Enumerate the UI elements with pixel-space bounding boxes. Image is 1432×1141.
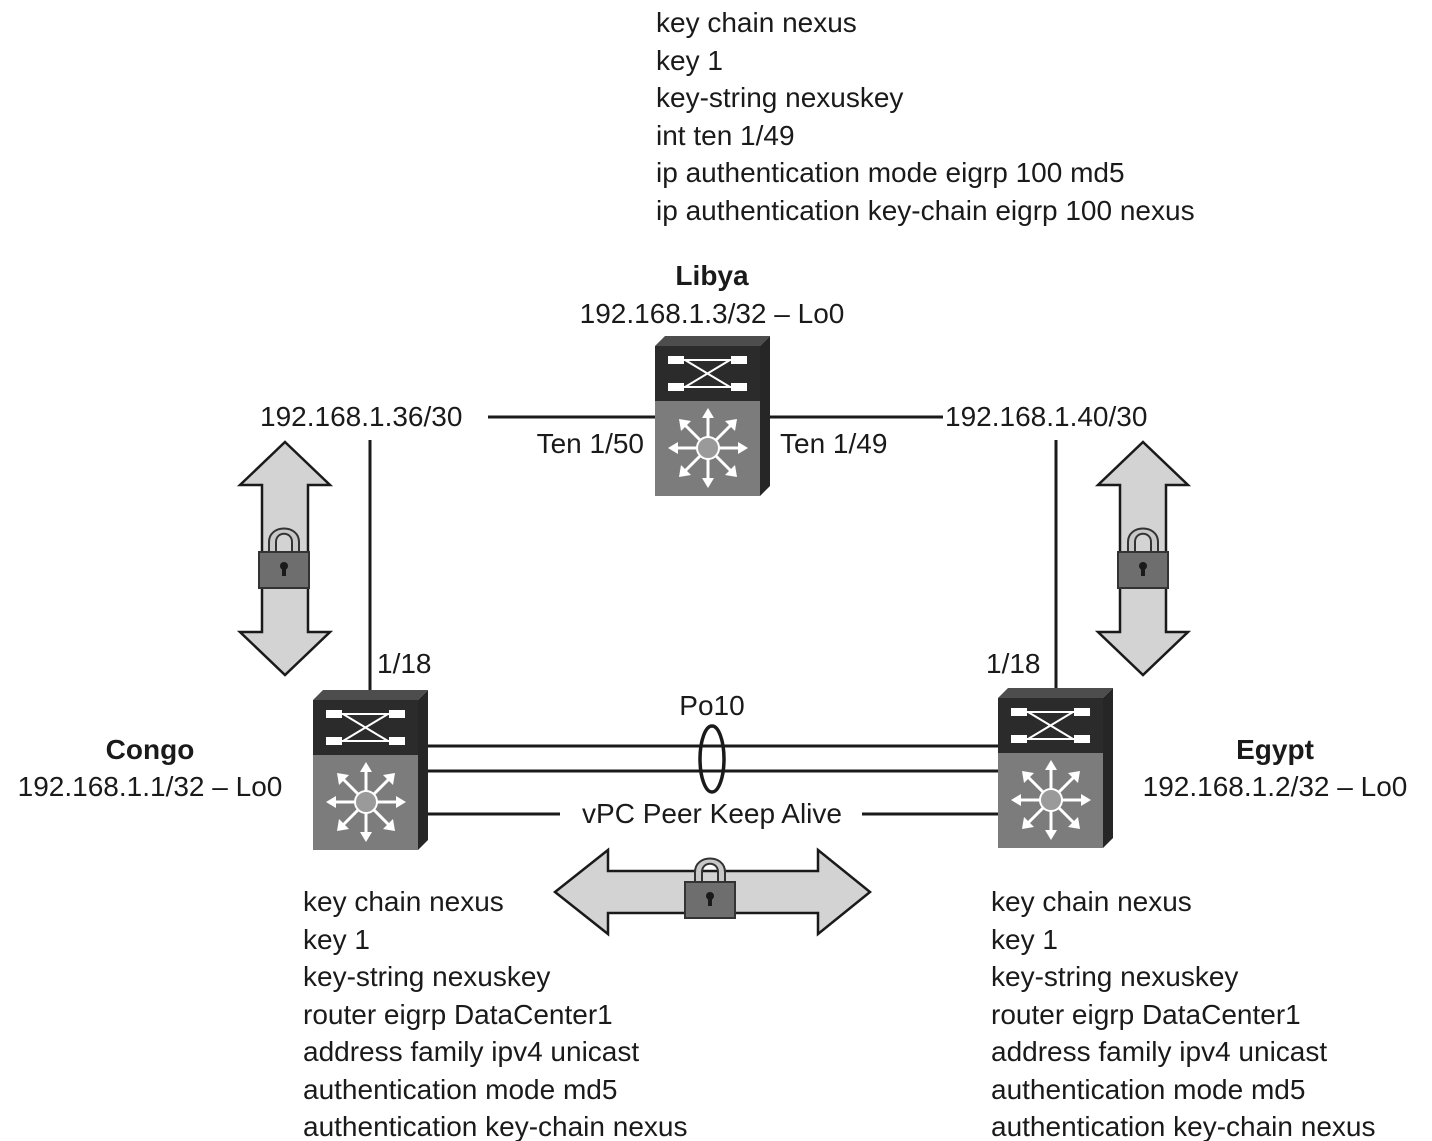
config-line: authentication key-chain nexus bbox=[303, 1111, 688, 1141]
congo-switch-icon bbox=[311, 688, 430, 852]
config-line: router eigrp DataCenter1 bbox=[303, 998, 613, 1030]
egypt-name: Egypt bbox=[1236, 734, 1314, 765]
congo-port: 1/18 bbox=[377, 648, 432, 679]
config-line: int ten 1/49 bbox=[656, 119, 795, 151]
config-line: key 1 bbox=[656, 44, 723, 76]
keepalive-label: vPC Peer Keep Alive bbox=[582, 798, 842, 829]
config-line: key-string nexuskey bbox=[991, 961, 1239, 992]
egypt-switch-icon bbox=[996, 686, 1115, 850]
libya-port-right: Ten 1/49 bbox=[780, 428, 888, 459]
uplink-lines bbox=[368, 415, 1058, 690]
padlock-icon bbox=[684, 857, 736, 919]
egypt-port: 1/18 bbox=[986, 648, 1041, 679]
config-line: key chain nexus bbox=[991, 886, 1192, 917]
egypt-config: key chain nexus key 1 key-string nexuske… bbox=[991, 883, 1375, 1141]
config-line: key 1 bbox=[991, 923, 1058, 955]
config-line: key 1 bbox=[303, 923, 370, 955]
config-line: key chain nexus bbox=[656, 7, 857, 38]
config-line: ip authentication mode eigrp 100 md5 bbox=[656, 157, 1125, 188]
libya-config: key chain nexus key 1 key-string nexuske… bbox=[656, 4, 1195, 229]
config-line: key-string nexuskey bbox=[303, 961, 551, 992]
congo-config: key chain nexus key 1 key-string nexuske… bbox=[303, 883, 687, 1141]
egypt-address: 192.168.1.2/32 – Lo0 bbox=[1142, 771, 1408, 802]
config-line: authentication mode md5 bbox=[303, 1073, 618, 1105]
libya-name: Libya bbox=[675, 260, 749, 291]
config-line: address family ipv4 unicast bbox=[303, 1036, 640, 1067]
port-channel-label: Po10 bbox=[679, 690, 745, 721]
vpc-peer-links bbox=[428, 724, 998, 816]
right-subnet-label: 192.168.1.40/30 bbox=[945, 401, 1148, 432]
config-line: key chain nexus bbox=[303, 886, 504, 917]
config-line: ip authentication key-chain eigrp 100 ne… bbox=[656, 194, 1195, 226]
libya-port-left: Ten 1/50 bbox=[536, 428, 644, 459]
left-subnet-label: 192.168.1.36/30 bbox=[260, 401, 463, 432]
congo-address: 192.168.1.1/32 – Lo0 bbox=[17, 771, 283, 802]
config-line: authentication mode md5 bbox=[991, 1073, 1306, 1105]
libya-address: 192.168.1.3/32 – Lo0 bbox=[579, 298, 845, 329]
config-line: authentication key-chain nexus bbox=[991, 1111, 1376, 1141]
congo-name: Congo bbox=[105, 734, 195, 765]
config-line: router eigrp DataCenter1 bbox=[991, 998, 1301, 1030]
libya-switch-icon bbox=[653, 334, 772, 498]
config-line: address family ipv4 unicast bbox=[991, 1036, 1328, 1067]
config-line: key-string nexuskey bbox=[656, 82, 904, 113]
